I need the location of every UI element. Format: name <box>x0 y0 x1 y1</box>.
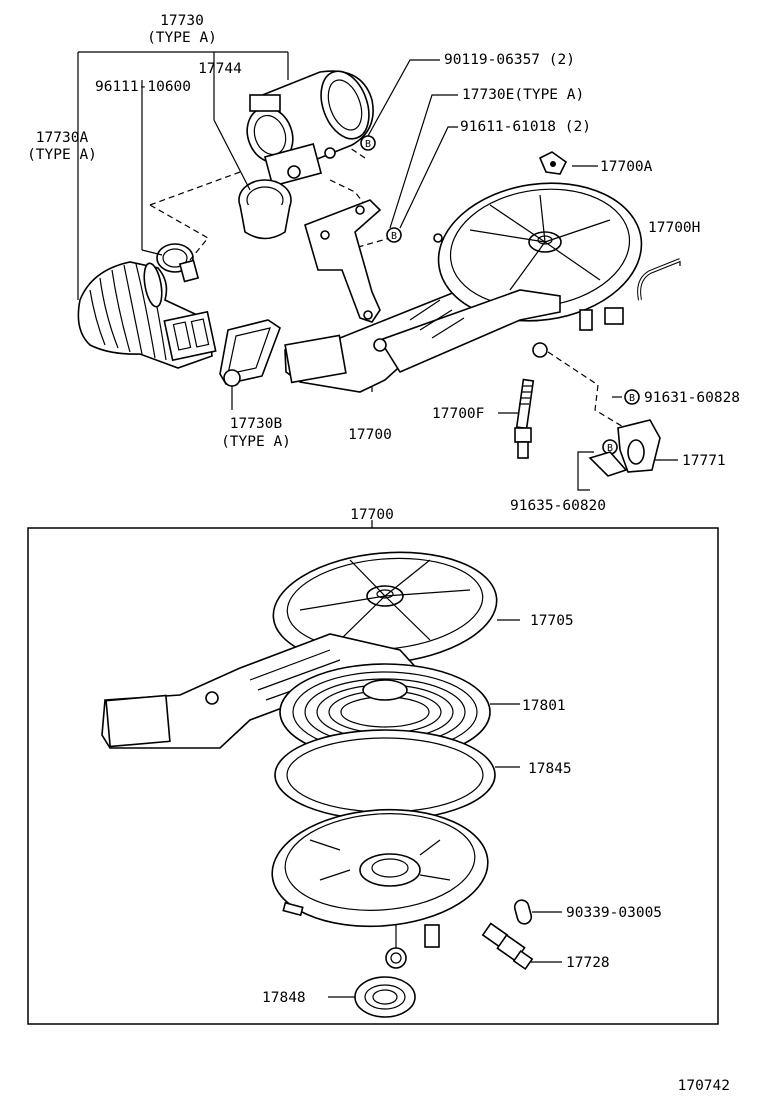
grommet-17848 <box>354 976 416 1018</box>
bolt-marker-b3: B <box>624 389 640 405</box>
assembly-guide-lines <box>149 137 626 429</box>
corrugated-hose <box>77 261 217 369</box>
plug-90339 <box>513 899 533 925</box>
bolt-marker-b1-letter: B <box>365 139 371 150</box>
drawing-number: 170742 <box>678 1078 730 1094</box>
label-90119-06357: 90119-06357 (2) <box>444 52 575 68</box>
stud-bolt-17700f <box>514 378 535 459</box>
bolt-marker-b2-letter: B <box>391 231 397 242</box>
bracket-17730e <box>304 199 382 323</box>
label-17730a: 17730A <box>36 130 89 146</box>
label-17730: 17730 <box>160 13 204 29</box>
adapter-17744 <box>213 80 292 240</box>
bolt-marker-b2: B <box>386 227 402 243</box>
label-17845: 17845 <box>528 761 572 777</box>
label-91631-60828: 91631-60828 <box>644 390 740 406</box>
label-17730a-type: (TYPE A) <box>27 147 97 163</box>
label-17730b-type: (TYPE A) <box>221 434 291 450</box>
label-17730-type: (TYPE A) <box>147 30 217 46</box>
label-17744: 17744 <box>198 61 242 77</box>
label-17771: 17771 <box>682 453 726 469</box>
bracket-17730 <box>77 51 289 300</box>
hose-clamp-ring <box>141 80 200 283</box>
hose-17700h <box>637 258 681 301</box>
air-cleaner-upper <box>284 182 643 393</box>
label-17801: 17801 <box>522 698 566 714</box>
part-labels: 17730 (TYPE A) 17744 96111-10600 17730A … <box>27 13 740 1094</box>
duct-17730b <box>219 319 281 410</box>
intake-cap-17730 <box>246 70 374 187</box>
bracket-17771 <box>588 419 661 477</box>
exploded-view-frame <box>27 527 719 1025</box>
label-17730b: 17730B <box>230 416 283 432</box>
label-17705: 17705 <box>530 613 574 629</box>
leaders-box <box>328 619 562 998</box>
label-90339-03005: 90339-03005 <box>566 905 662 921</box>
leaders-upper <box>367 59 681 491</box>
label-17700-box: 17700 <box>350 507 394 523</box>
valve-17728 <box>481 922 534 971</box>
label-91635-60820: 91635-60820 <box>510 498 606 514</box>
label-17700f: 17700F <box>432 406 484 422</box>
gasket-17845 <box>274 729 496 821</box>
case-bottom <box>271 808 489 969</box>
label-17700-upper: 17700 <box>348 427 392 443</box>
label-17848: 17848 <box>262 990 306 1006</box>
bolt-marker-b1: B <box>360 135 376 151</box>
label-91611-61018: 91611-61018 (2) <box>460 119 591 135</box>
label-17728: 17728 <box>566 955 610 971</box>
cover-17705 <box>101 551 498 749</box>
label-17700a: 17700A <box>600 159 653 175</box>
bolt-marker-b4-letter: B <box>607 443 613 454</box>
label-96111-10600: 96111-10600 <box>95 79 191 95</box>
clip-17700a <box>538 151 568 175</box>
bolt-marker-b3-letter: B <box>629 393 635 404</box>
label-17730e: 17730E(TYPE A) <box>462 87 584 103</box>
label-17700h: 17700H <box>648 220 700 236</box>
